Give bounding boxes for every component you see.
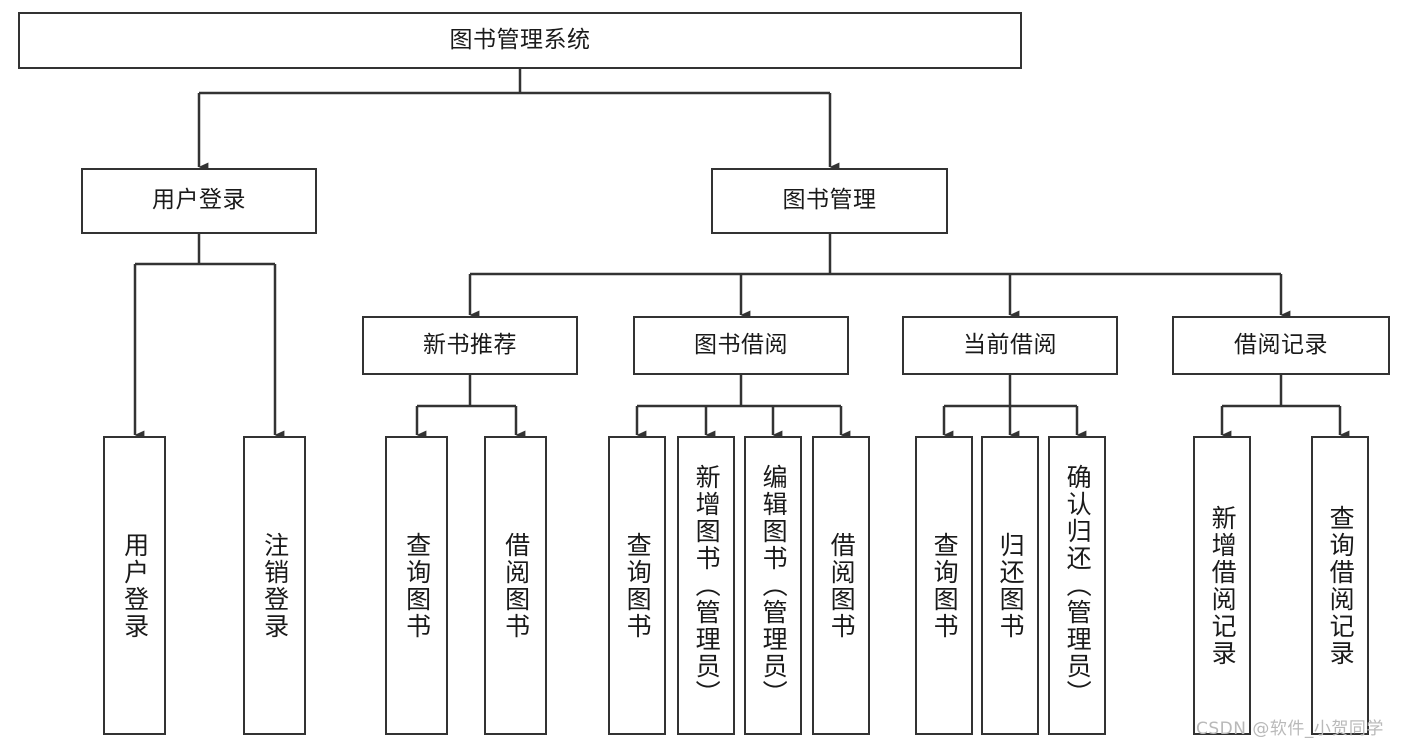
- node-label: 查询图书: [402, 531, 432, 640]
- node-book-borrow[interactable]: 图书借阅: [633, 316, 849, 375]
- node-label: 借阅图书: [827, 531, 857, 640]
- node-current-borrow[interactable]: 当前借阅: [902, 316, 1118, 375]
- node-label: 新书推荐: [423, 331, 517, 358]
- node-label: 图书管理: [782, 187, 877, 214]
- node-leaf-user-login[interactable]: 用户登录: [103, 436, 166, 735]
- node-leaf-logout[interactable]: 注销登录: [243, 436, 306, 735]
- node-label: 新增借阅记录: [1208, 504, 1238, 667]
- watermark: CSDN @软件_小贺同学: [1196, 719, 1384, 739]
- node-label: 归还图书: [996, 531, 1026, 640]
- node-label: 当前借阅: [963, 331, 1057, 358]
- node-leaf-borrow-book-2[interactable]: 借阅图书: [812, 436, 870, 735]
- node-leaf-query-book-3[interactable]: 查询图书: [915, 436, 973, 735]
- node-label: 查询图书: [930, 531, 960, 640]
- node-leaf-return-book[interactable]: 归还图书: [981, 436, 1039, 735]
- node-label: 新增图书（管理员）: [692, 464, 722, 707]
- node-leaf-add-record[interactable]: 新增借阅记录: [1193, 436, 1251, 735]
- node-leaf-query-record[interactable]: 查询借阅记录: [1311, 436, 1369, 735]
- node-label: 查询图书: [623, 531, 653, 640]
- node-leaf-add-book[interactable]: 新增图书（管理员）: [677, 436, 735, 735]
- node-label: 用户登录: [120, 531, 150, 640]
- node-label: 确认归还（管理员）: [1063, 464, 1093, 707]
- node-label: 借阅记录: [1234, 331, 1328, 358]
- node-label: 借阅图书: [501, 531, 531, 640]
- node-label: 用户登录: [152, 187, 246, 214]
- node-label: 编辑图书（管理员）: [759, 464, 789, 707]
- node-user-login[interactable]: 用户登录: [81, 168, 317, 234]
- node-leaf-query-book-2[interactable]: 查询图书: [608, 436, 666, 735]
- node-label: 图书管理系统: [449, 26, 591, 53]
- node-leaf-confirm-return[interactable]: 确认归还（管理员）: [1048, 436, 1106, 735]
- node-new-book-recommend[interactable]: 新书推荐: [362, 316, 578, 375]
- node-root[interactable]: 图书管理系统: [18, 12, 1022, 69]
- node-borrow-record[interactable]: 借阅记录: [1172, 316, 1390, 375]
- node-leaf-edit-book[interactable]: 编辑图书（管理员）: [744, 436, 802, 735]
- node-label: 查询借阅记录: [1326, 504, 1356, 667]
- node-leaf-query-book-1[interactable]: 查询图书: [385, 436, 448, 735]
- node-label: 注销登录: [260, 531, 290, 640]
- node-leaf-borrow-book-1[interactable]: 借阅图书: [484, 436, 547, 735]
- node-label: 图书借阅: [694, 331, 788, 358]
- node-book-manage[interactable]: 图书管理: [711, 168, 948, 234]
